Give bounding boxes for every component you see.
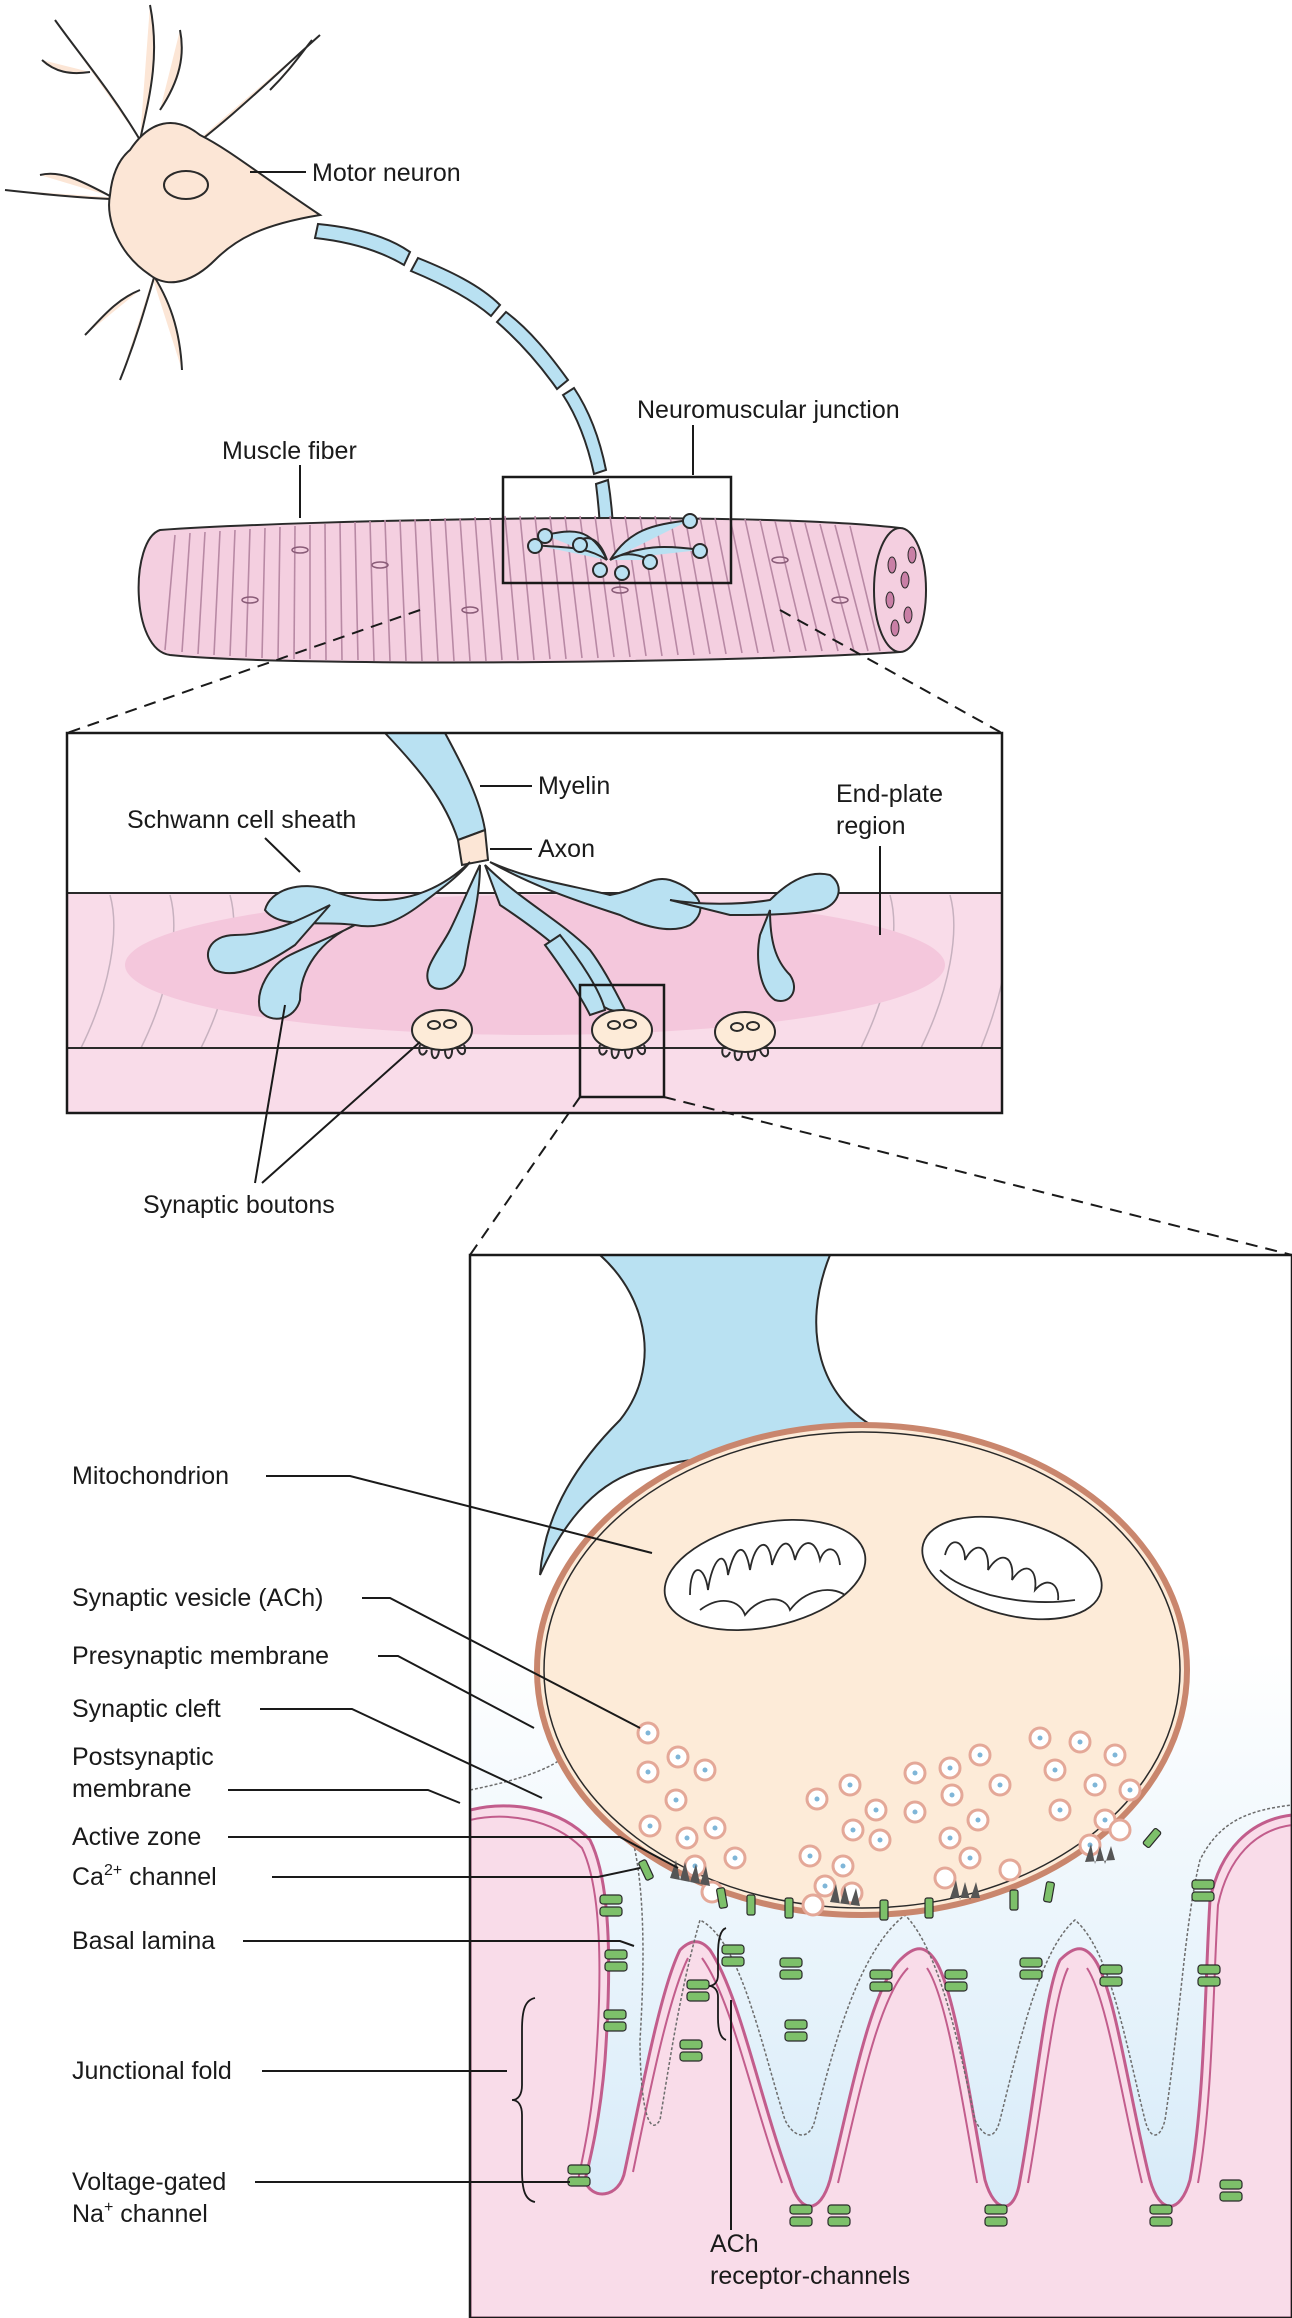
basal-lamina — [470, 1759, 1292, 2136]
motor-neuron-soma — [108, 122, 323, 284]
mitochondria — [663, 1515, 1103, 1632]
label-muscle-fiber: Muscle fiber — [222, 437, 357, 465]
label-ach-line1: ACh — [710, 2230, 759, 2258]
label-vg-na-line1: Voltage-gated — [72, 2168, 226, 2196]
membrane-channels — [567, 1827, 1243, 2227]
label-neuromuscular-junction: Neuromuscular junction — [637, 396, 900, 424]
label-basal-lamina: Basal lamina — [72, 1927, 215, 1955]
label-mitochondrion: Mitochondrion — [72, 1462, 229, 1490]
end-plate-region — [125, 895, 945, 1035]
label-ach-line2: receptor-channels — [710, 2262, 910, 2290]
mitochondrion-left — [663, 1518, 867, 1632]
label-motor-neuron: Motor neuron — [312, 159, 461, 187]
label-postsynaptic-line2: membrane — [72, 1775, 192, 1803]
label-active-zone: Active zone — [72, 1823, 201, 1851]
active-zones — [670, 1844, 1115, 1906]
muscle-fiber-cross-section — [873, 527, 927, 653]
na-channels — [567, 2164, 1243, 2227]
motor-neuron-nucleus — [163, 170, 209, 200]
label-presynaptic-membrane: Presynaptic membrane — [72, 1642, 329, 1670]
bouton-zoom-box — [578, 983, 666, 1099]
label-vg-na-channel: Na+ channel — [72, 2199, 208, 2228]
label-myelin: Myelin — [538, 772, 610, 800]
label-synaptic-boutons: Synaptic boutons — [143, 1191, 335, 1219]
end-plate-panel: Myelin Axon Schwann cell sheath End-plat… — [65, 731, 1004, 1219]
label-schwann-cell-sheath: Schwann cell sheath — [127, 806, 356, 834]
label-synaptic-vesicle: Synaptic vesicle (ACh) — [72, 1584, 323, 1612]
label-junctional-fold: Junctional fold — [72, 2057, 232, 2085]
muscle-fiber: Muscle fiber Neuromuscular junction — [137, 396, 927, 664]
ach-receptor-channels — [599, 1879, 1221, 2062]
neuromuscular-junction-box — [501, 475, 733, 585]
label-axon: Axon — [538, 835, 595, 863]
label-postsynaptic-line1: Postsynaptic — [72, 1743, 214, 1771]
label-synaptic-cleft: Synaptic cleft — [72, 1695, 221, 1723]
synaptic-vesicles — [636, 1721, 1142, 1917]
label-end-plate-line2: region — [836, 812, 906, 840]
motor-neuron: Motor neuron — [4, 4, 616, 561]
ca-channels — [638, 1827, 1162, 1921]
synapse-detail-panel: Mitochondrion Synaptic vesicle (ACh) Pre… — [72, 1253, 1292, 2318]
label-ca-channel: Ca2+ channel — [72, 1862, 217, 1891]
mitochondrion-right — [921, 1515, 1103, 1621]
label-end-plate-line1: End-plate — [836, 780, 943, 808]
